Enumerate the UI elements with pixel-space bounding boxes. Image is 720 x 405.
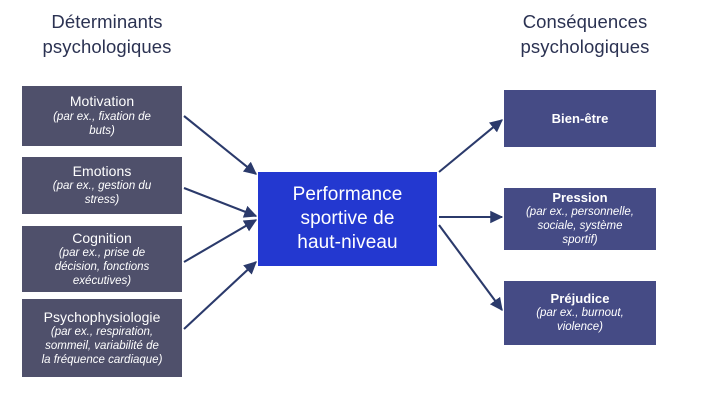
- node-motivation-example: (par ex., fixation de buts): [53, 110, 151, 137]
- node-emotions[interactable]: Emotions (par ex., gestion du stress): [22, 157, 182, 214]
- node-motivation-title: Motivation: [69, 93, 135, 110]
- arrow-center-to-prejudice: [438, 224, 503, 312]
- node-emotions-example: (par ex., gestion du stress): [52, 180, 152, 207]
- node-prejudice-title: Préjudice: [550, 291, 610, 307]
- node-pression-title: Pression: [552, 190, 608, 206]
- node-prejudice-example: (par ex., burnout, violence): [536, 307, 624, 334]
- node-cognition-example: (par ex., prise de décision, fonctions e…: [54, 247, 150, 287]
- node-prejudice[interactable]: Préjudice (par ex., burnout, violence): [504, 281, 656, 345]
- arrow-cognition-to-center: [183, 219, 258, 263]
- node-performance-sportive[interactable]: Performance sportive de haut-niveau: [258, 172, 437, 266]
- arrow-motivation-to-center: [183, 115, 257, 175]
- heading-determinants: Déterminants psychologiques: [42, 11, 172, 57]
- node-pression[interactable]: Pression (par ex., personnelle, sociale,…: [504, 188, 656, 250]
- node-bien-etre[interactable]: Bien-être: [504, 90, 656, 147]
- node-emotions-title: Emotions: [72, 162, 132, 179]
- arrow-center-to-bienetre: [438, 119, 503, 173]
- node-cognition-title: Cognition: [72, 229, 132, 246]
- arrow-psychophysiologie-to-center: [183, 261, 257, 330]
- node-cognition[interactable]: Cognition (par ex., prise de décision, f…: [22, 226, 182, 292]
- heading-consequences: Conséquences psychologiques: [520, 11, 650, 57]
- node-motivation[interactable]: Motivation (par ex., fixation de buts): [22, 86, 182, 146]
- node-psychophysiologie-example: (par ex., respiration, sommeil, variabil…: [41, 326, 163, 366]
- node-pression-example: (par ex., personnelle, sociale, système …: [525, 206, 635, 247]
- node-psychophysiologie-title: Psychophysiologie: [43, 308, 161, 325]
- arrow-emotions-to-center: [183, 187, 258, 218]
- node-psychophysiologie[interactable]: Psychophysiologie (par ex., respiration,…: [22, 299, 182, 377]
- node-performance-sportive-title: Performance sportive de haut-niveau: [292, 183, 403, 254]
- node-bien-etre-title: Bien-être: [551, 110, 609, 126]
